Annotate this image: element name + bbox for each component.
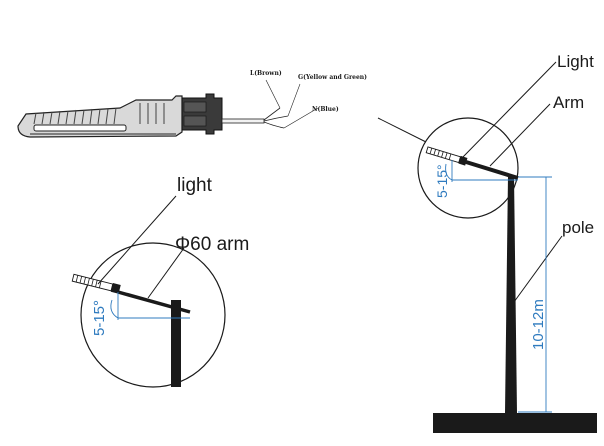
wire-leaders [265, 79, 319, 129]
ground-base [433, 413, 597, 433]
detail-left: 5-15° light Φ60 arm [71, 175, 249, 388]
detail-right-pole-leader [513, 235, 563, 303]
detail-right-angle-label: 5-15° [434, 164, 450, 198]
wire-label-neutral: N(Blue) [312, 106, 339, 113]
detail-left-angle-label: 5-15° [91, 300, 108, 336]
detail-left-light-leader [97, 195, 177, 285]
detail-right-luminaire [425, 146, 468, 166]
height-dimension [518, 176, 552, 413]
detail-right-arm [465, 160, 519, 180]
luminaire-side-view: L(Brown) G(Yellow and Green) N(Blue) [17, 70, 367, 138]
detail-left-arm [117, 290, 191, 314]
lens-bar [33, 124, 127, 132]
detail-left-luminaire [71, 273, 121, 294]
detail-right-arm-leader [489, 103, 551, 167]
detail-right-pole-label: pole [562, 218, 594, 237]
wire-label-ground: G(Yellow and Green) [298, 74, 367, 81]
height-label: 10-12m [530, 299, 547, 350]
mount-clamp [181, 93, 223, 135]
detail-left-arm-label: Φ60 arm [175, 234, 249, 255]
detail-right-callout-line [377, 117, 427, 143]
power-cable [221, 118, 265, 124]
wire-ends [263, 107, 289, 129]
detail-right: 5-15° 10-12m Light Arm pole [377, 52, 597, 433]
heat-sink-fins [33, 103, 165, 125]
detail-right-light-leader [461, 61, 557, 159]
detail-left-circle [80, 242, 226, 388]
detail-left-light-label: light [177, 175, 213, 196]
detail-right-arm-label: Arm [553, 93, 584, 112]
wire-label-live: L(Brown) [250, 70, 282, 77]
detail-right-light-label: Light [557, 52, 594, 71]
detail-left-pole [171, 300, 181, 387]
detail-right-circle [417, 117, 519, 219]
detail-left-angle-dimension [110, 292, 190, 320]
detail-right-angle-dimension [445, 160, 518, 182]
detail-right-pole [505, 175, 517, 413]
detail-left-arm-leader [147, 247, 185, 299]
